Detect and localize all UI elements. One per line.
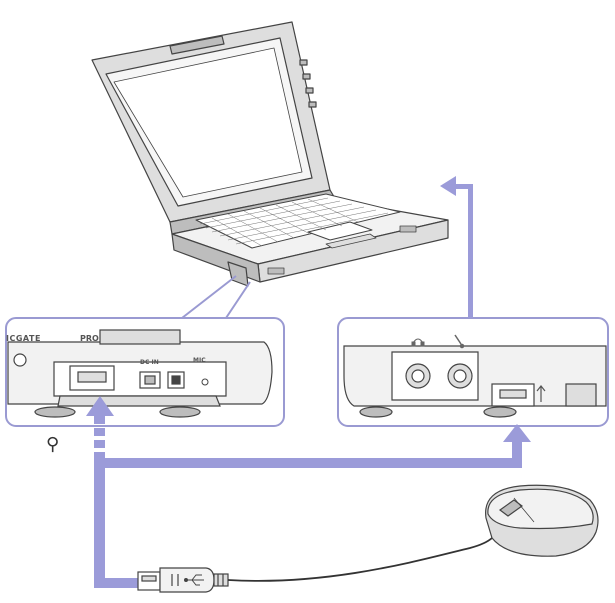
- microphone-port-icon: [201, 378, 209, 386]
- left-port-callout-lines: [181, 275, 251, 319]
- network-port-icon: [139, 371, 161, 389]
- right-side-view: [343, 345, 607, 418]
- mic-label: MIC: [193, 357, 206, 364]
- usb-plug-icon: [137, 567, 229, 593]
- dc-in-label: DC IN: [140, 359, 159, 366]
- usb-port-symbol-icon: [536, 385, 546, 402]
- headphone-icon: [411, 338, 425, 347]
- arrow-to-laptop: [440, 176, 473, 318]
- dc-in-port-icon: [167, 371, 185, 389]
- mouse-cable: [227, 519, 503, 582]
- arrow-to-left-usb-port: [86, 396, 114, 460]
- laptop-icon: [91, 21, 449, 287]
- usb-port-icon: [69, 365, 115, 391]
- keyboard-keys: [199, 197, 389, 247]
- microphone-icon: [454, 334, 465, 349]
- usb-symbol-label: ⚲: [46, 434, 60, 455]
- usb-trident-icon: [184, 574, 204, 586]
- brand-label: ICGATE: [6, 334, 41, 343]
- mouse-icon: [485, 484, 599, 557]
- pro-label: PRO: [80, 334, 99, 343]
- arrow-to-right-usb-port: [94, 424, 531, 588]
